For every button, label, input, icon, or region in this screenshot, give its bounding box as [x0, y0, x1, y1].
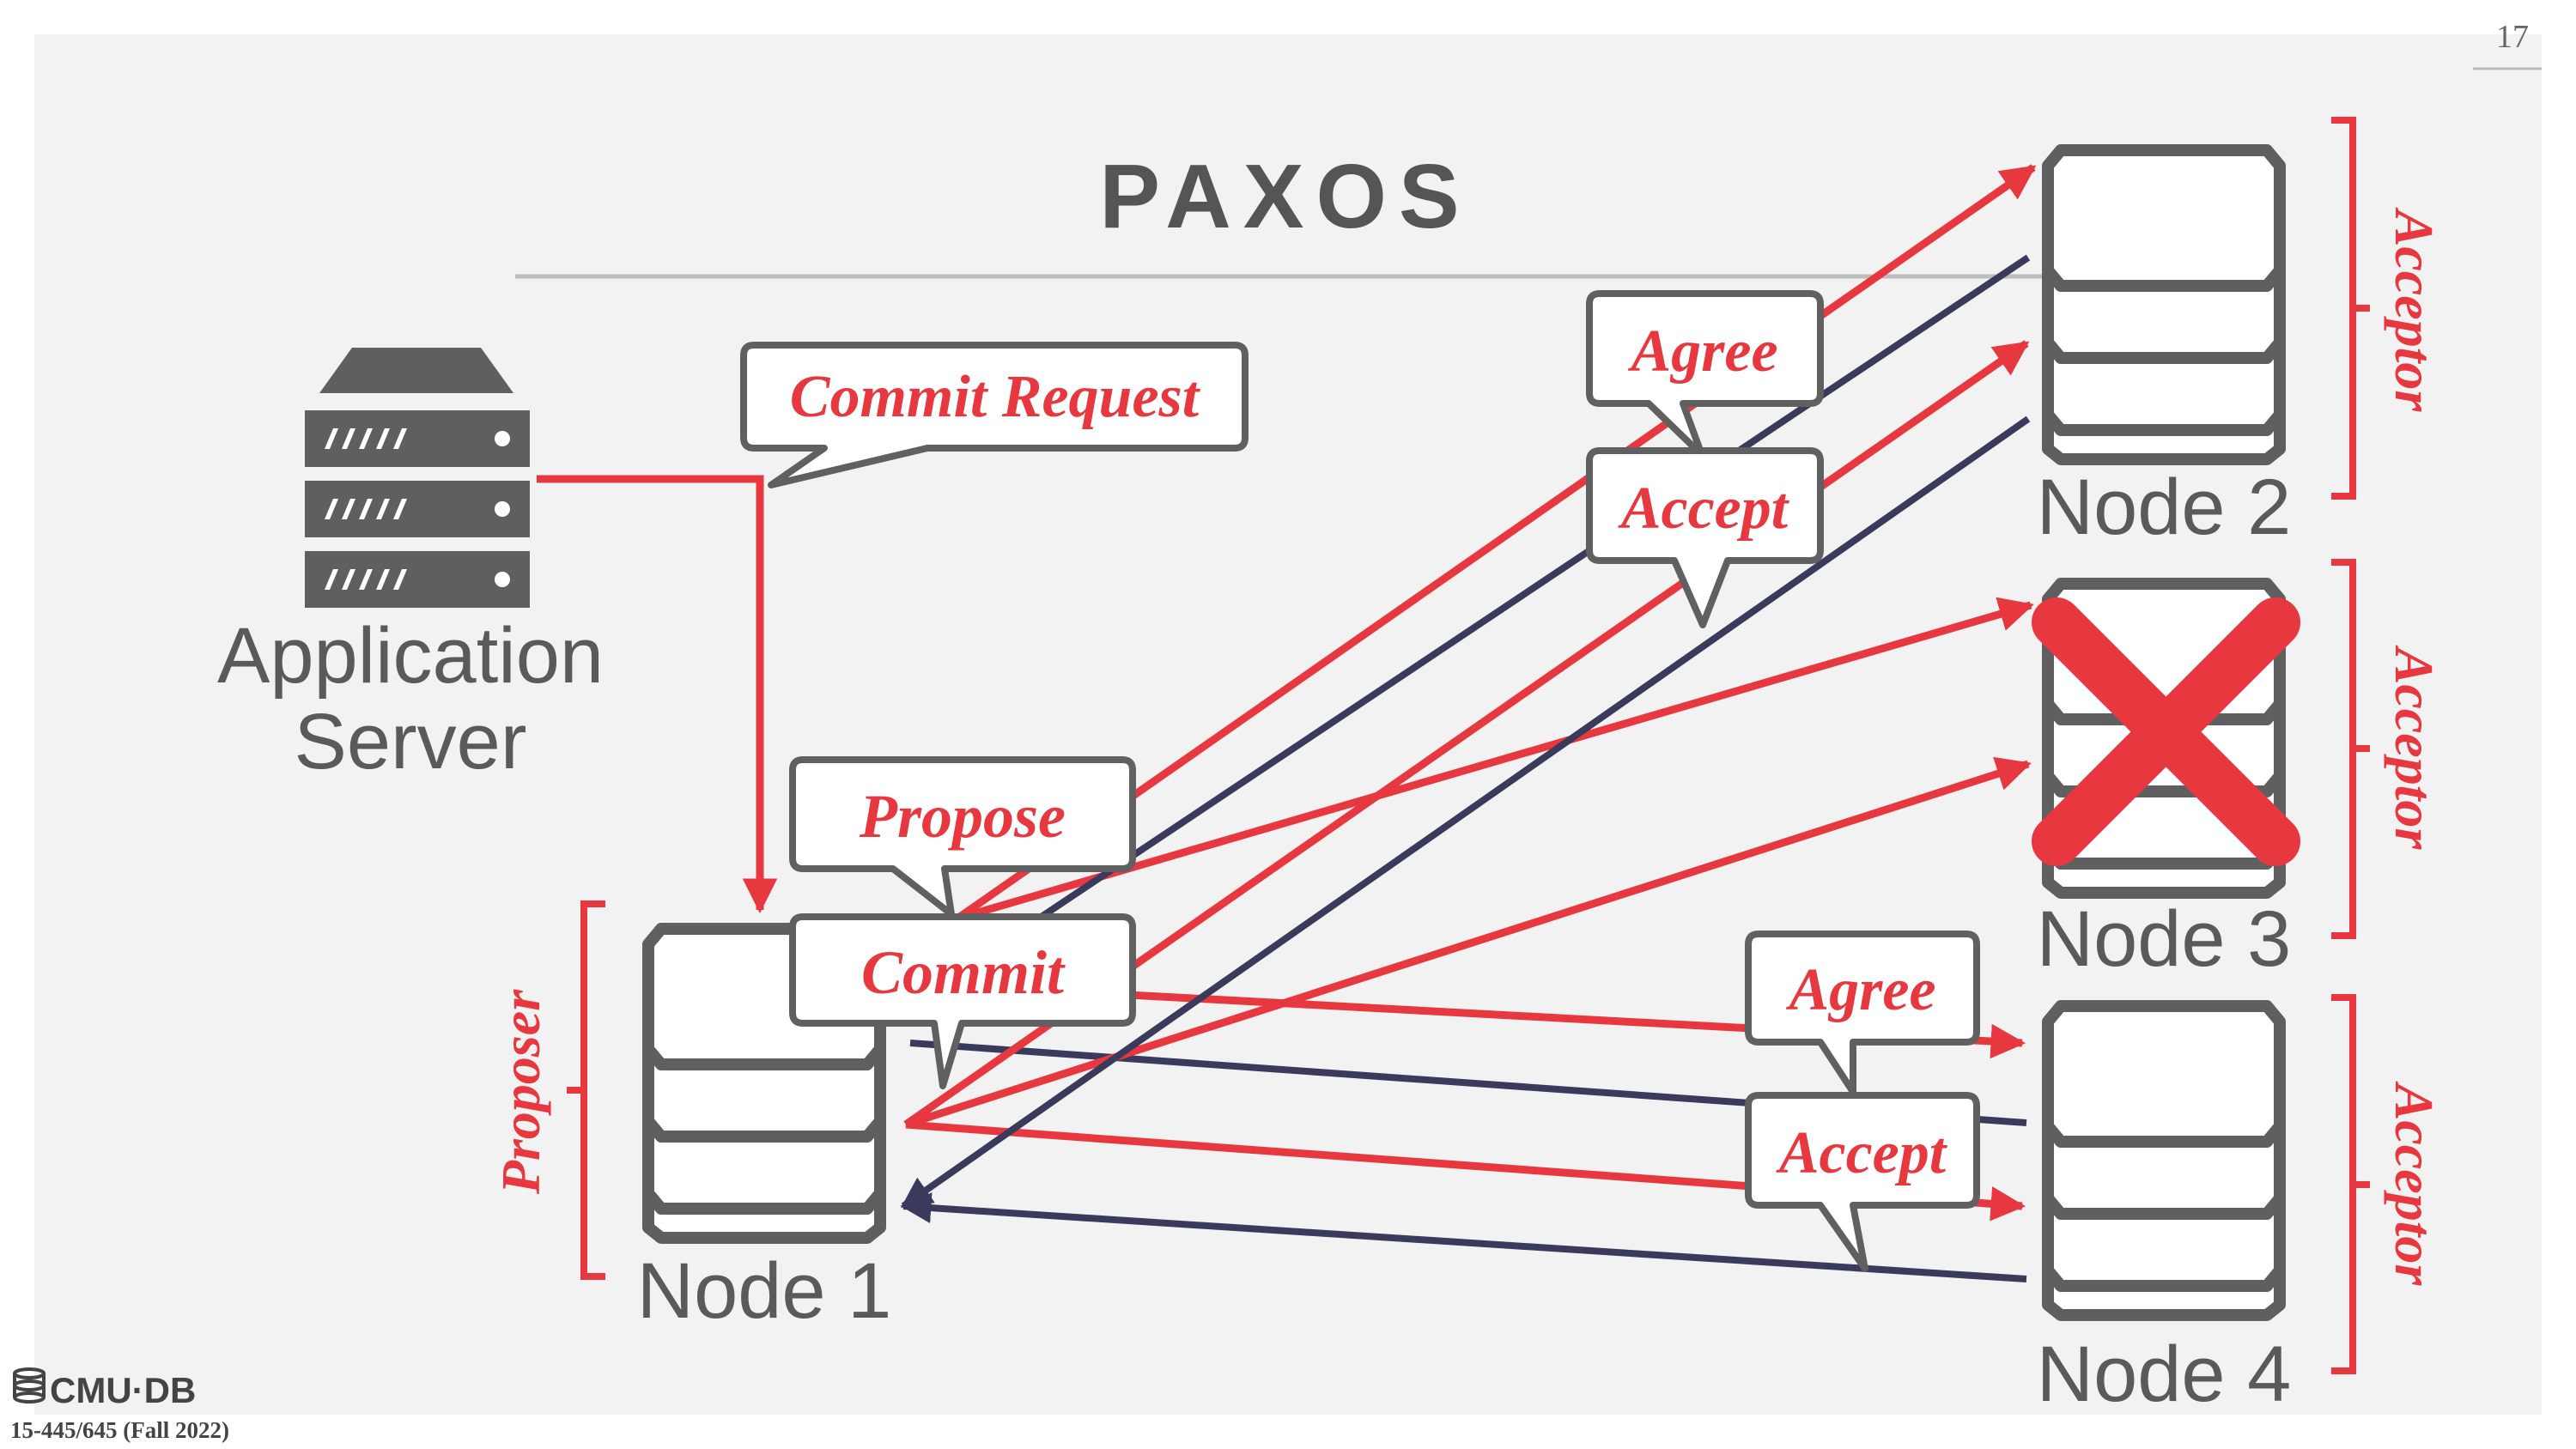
app-server-label-line1: Application [217, 612, 604, 700]
accept-from-node4-arrow [900, 1192, 2027, 1282]
page-number: 17 [2496, 19, 2529, 55]
cmu-db-logo-text: CMU·DB [50, 1370, 196, 1410]
node1-label: Node 1 [637, 1247, 892, 1335]
node3-label: Node 3 [2037, 895, 2292, 983]
commit-request-arrow [537, 475, 778, 914]
node4-role-label: Acceptor [2384, 1081, 2445, 1287]
node2-role-label: Acceptor [2384, 207, 2445, 413]
node4-label: Node 4 [2037, 1331, 2292, 1418]
propose-to-node3-arrow [956, 597, 2034, 923]
commit-bubble [789, 913, 1136, 1089]
accept-node4-text: Accept [1776, 1120, 1948, 1186]
agree-node2-bubble [1586, 290, 1824, 458]
node4-database-icon [2048, 1006, 2280, 1315]
commit-request-bubble [740, 342, 1249, 488]
accept-from-node2-arrow [901, 415, 2031, 1210]
agree-node4-text: Agree [1785, 957, 1935, 1023]
app-server-label-line2: Server [295, 698, 527, 785]
accept-node2-text: Accept [1618, 476, 1790, 542]
slide-title: PAXOS [1099, 146, 1471, 247]
node2-label: Node 2 [2037, 464, 2292, 551]
accept-node2-bubble [1586, 447, 1824, 628]
course-label: 15-445/645 (Fall 2022) [10, 1417, 229, 1443]
agree-node2-text: Agree [1627, 318, 1777, 385]
commit-text: Commit [861, 938, 1066, 1007]
commit-request-text: Commit Request [790, 364, 1201, 430]
node3-role-label: Acceptor [2384, 645, 2445, 851]
commit-to-node3-arrow [904, 756, 2032, 1129]
application-server-icon [305, 348, 530, 608]
agree-from-node2-arrow [908, 254, 2031, 1008]
propose-text: Propose [859, 782, 1066, 851]
agree-node4-bubble [1745, 931, 1980, 1095]
accept-node4-bubble [1745, 1092, 1980, 1272]
proposer-role-label: Proposer [490, 989, 551, 1195]
node3-failed-x-icon [2032, 597, 2300, 866]
propose-bubble [789, 756, 1136, 918]
node2-database-icon [2048, 150, 2280, 459]
propose-to-node2-arrow [955, 164, 2037, 922]
cmu-db-logo-icon [13, 1367, 46, 1404]
